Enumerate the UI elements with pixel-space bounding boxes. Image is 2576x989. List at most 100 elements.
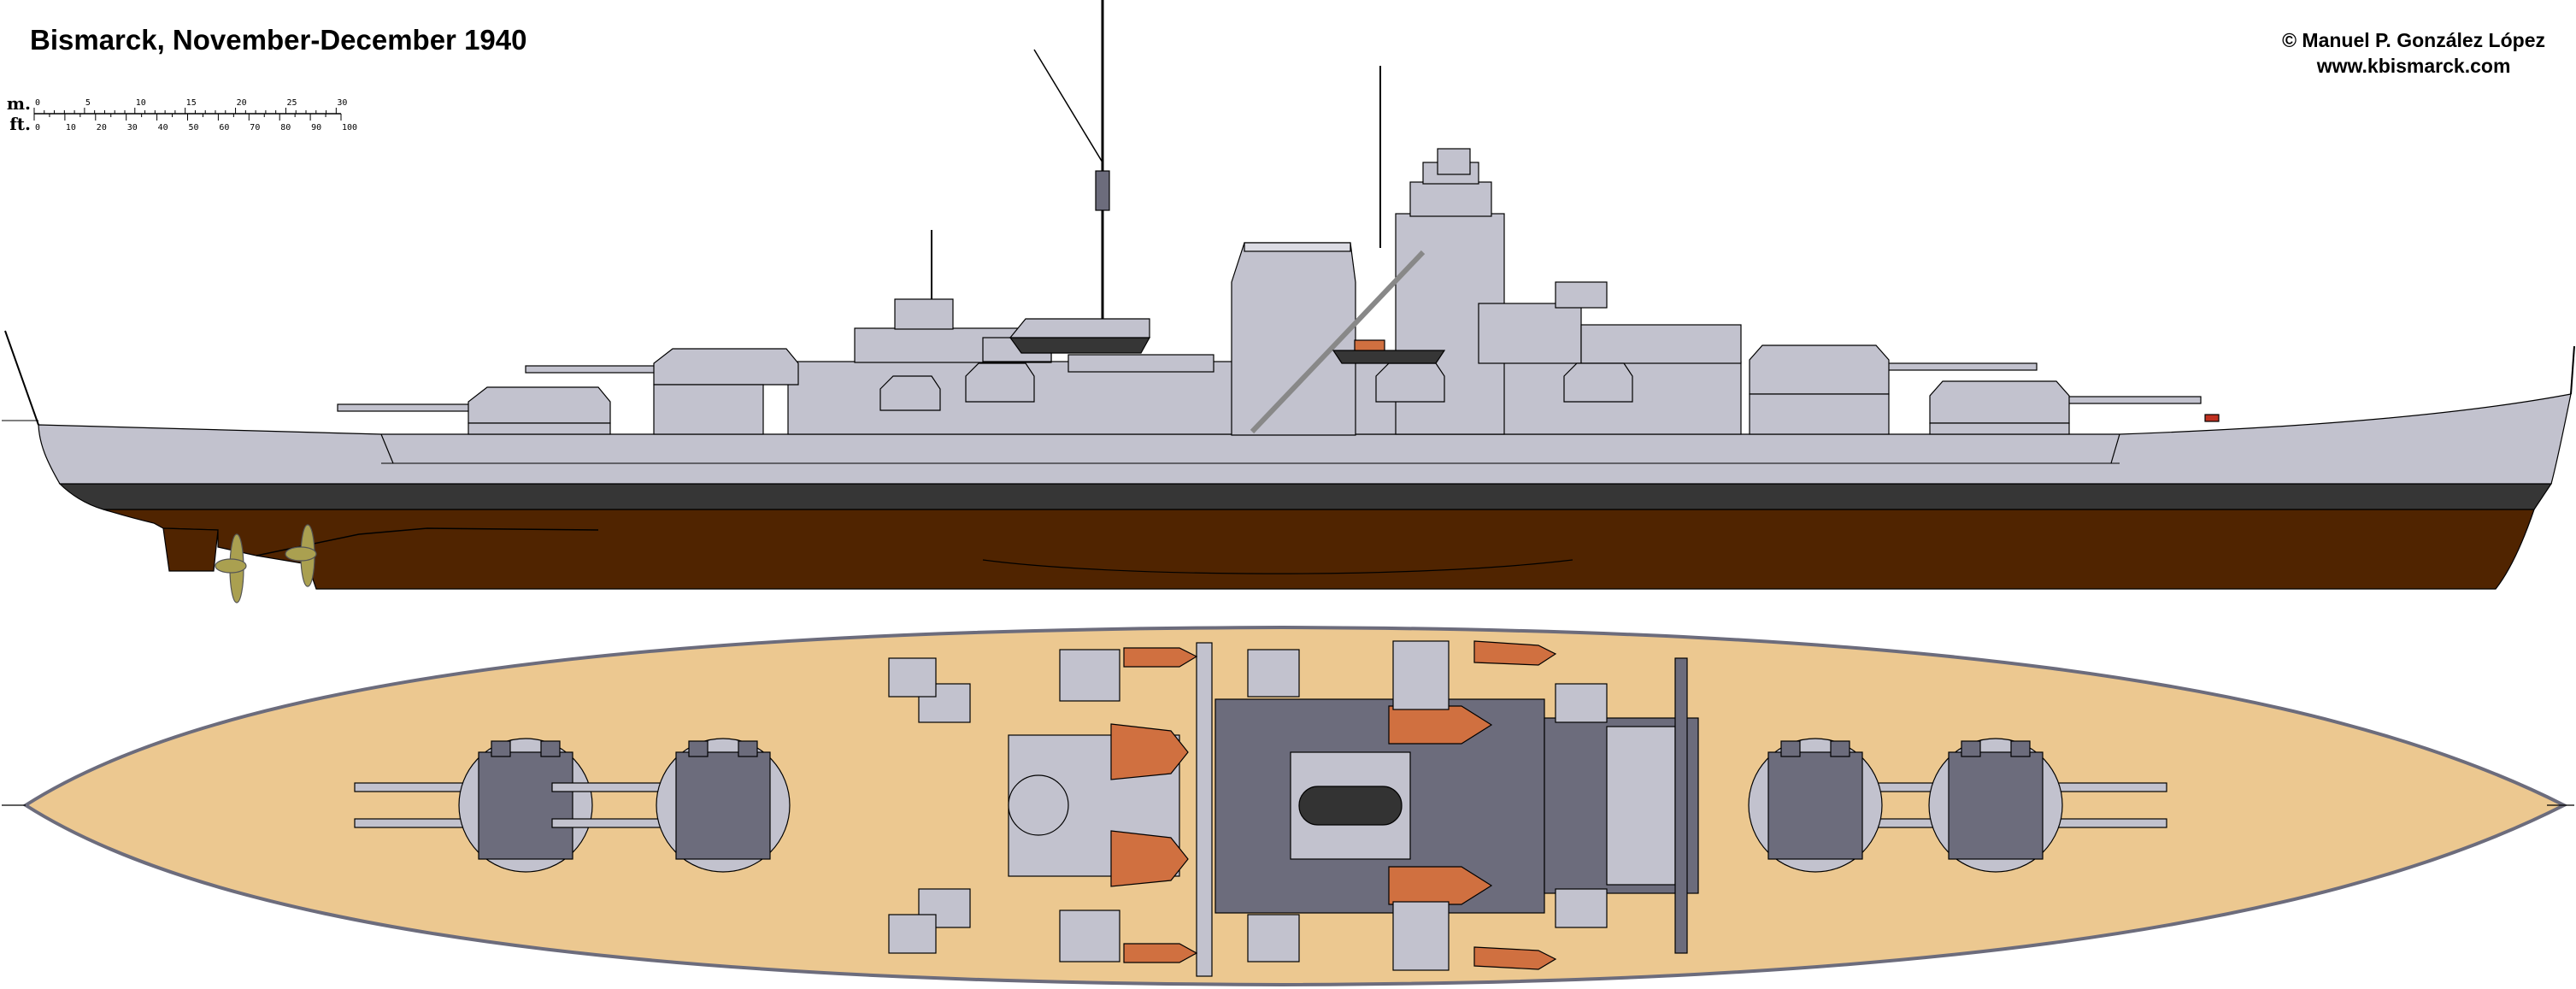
hull-antifouling [103,509,2535,590]
boat [1388,866,1493,905]
rangefinder-hood-bruno [1830,740,1850,757]
metric-tick-label: 25 [286,98,297,108]
scale-metric-unit: m. [7,93,31,114]
imperial-tick-label: 80 [280,123,291,132]
turret-anton [1929,380,2070,424]
barbette-dora [468,422,611,435]
barbette-anton [1929,422,2070,435]
rangefinder-hood-bruno [1780,740,1801,757]
boat-deck [1067,354,1214,373]
imperial-tick-label: 60 [219,123,229,132]
rangefinder-hood-anton [2010,740,2031,757]
aft-rangefinder [894,298,954,330]
anton-guns [2059,396,2202,404]
tower-platform [1409,181,1492,217]
funnel-grate [1298,786,1403,826]
boat [1123,943,1198,963]
scale-bar: m. ft. 0 5 10 15 20 25 30 0 10 20 30 40 50 60 70 80 90 10… [7,93,357,134]
flak-mount-top [1247,914,1300,963]
imperial-tick-label: 20 [97,123,107,132]
boat [1110,830,1189,887]
side-profile [2,0,2575,603]
imperial-tick-label: 100 [342,123,357,132]
secondary-turret [1375,362,1445,403]
bruno-guns [1879,362,2038,371]
mainmast-platform [1095,170,1110,211]
deck-step-forward [2110,433,2120,464]
secondary-turret [965,362,1035,403]
dora-guns [337,403,475,412]
hull-side [38,393,2572,485]
turret-bruno [1749,344,1890,395]
metric-tick-label: 0 [35,98,40,108]
imperial-tick-label: 90 [311,123,321,132]
searchlight-platform [1008,774,1069,836]
rangefinder-hood-anton [1961,740,1981,757]
imperial-tick-label: 50 [189,123,199,132]
jackstaff [2570,345,2575,395]
flak-mount [879,375,941,411]
conning-tower [1606,726,1676,886]
boat [1473,640,1557,666]
turret-dora [468,386,611,424]
rangefinder-hood-caesar [738,740,758,757]
secondary-turret-top [1059,910,1120,963]
mainmast-gaff [1033,49,1103,163]
motor-boat-upper [1009,318,1150,338]
boat [1473,946,1557,970]
rangefinder-hood-dora [540,740,561,757]
boat [1123,647,1198,668]
boat-cabin [1354,339,1385,351]
flak-mount-top [888,657,937,698]
imperial-tick-label: 0 [35,123,40,132]
aircraft-crane [1250,250,1426,434]
forward-superstructure-lower [1580,324,1742,364]
deck-step [380,433,394,464]
forward-director [1555,281,1608,309]
scale-imperial-unit: ft. [9,114,31,134]
boat [1388,705,1493,745]
stern-flagstaff [4,330,39,426]
secondary-turret-top [1555,683,1608,723]
credit-block: © Manuel P. González López www.kbismarck… [2282,27,2545,79]
plan-view [2,625,2574,987]
turret-roof-bruno [1767,751,1863,860]
breakwater [1674,657,1688,954]
funnel-cap [1244,242,1351,252]
imperial-tick-label: 30 [127,123,138,132]
rangefinder-hood-dora [491,740,511,757]
turret-caesar [653,348,799,386]
propeller-icon [285,524,317,587]
boat [1110,723,1189,780]
drawing-title: Bismarck, November-December 1940 [30,24,527,56]
barbette-bruno [1749,393,1890,435]
rangefinder-hood-caesar [688,740,709,757]
metric-tick-label: 30 [337,98,347,108]
forward-superstructure [1478,303,1582,364]
secondary-turret-top [1392,640,1450,710]
boot-topping [58,483,2553,510]
flak-mount-top [888,914,937,954]
metric-tick-label: 20 [237,98,247,108]
metric-tick-label: 5 [85,98,91,108]
turret-roof-dora [478,751,573,860]
imperial-tick-label: 70 [250,123,260,132]
secondary-turret-top [1059,649,1120,702]
forward-rangefinder [1437,148,1471,175]
secondary-turret-top [1555,888,1608,928]
propeller-icon [215,533,247,603]
metric-tick-label: 10 [136,98,146,108]
author-credit: © Manuel P. González López [2282,29,2545,51]
imperial-tick-label: 40 [158,123,168,132]
flak-mount-top [1247,649,1300,698]
secondary-turret-top [1392,901,1450,971]
website-link[interactable]: www.kbismarck.com [2316,55,2511,77]
catapult [1196,642,1213,977]
caesar-guns [525,365,663,374]
bow-fitting [2204,414,2220,422]
turret-roof-caesar [675,751,771,860]
bilge-keel [982,559,1573,574]
imperial-tick-label: 10 [66,123,76,132]
metric-tick-label: 15 [186,98,197,108]
